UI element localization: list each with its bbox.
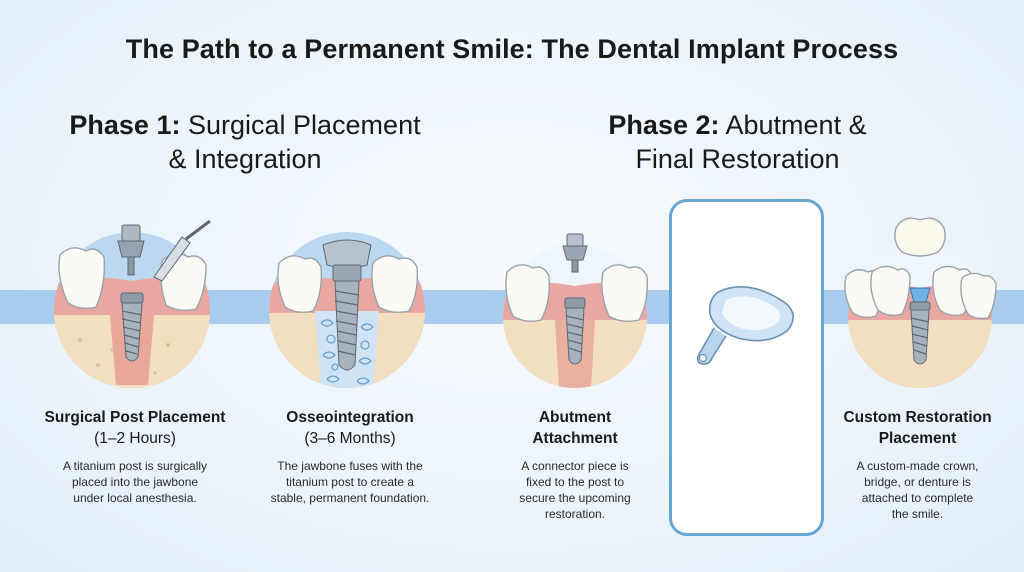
phase-2-name-line1: Abutment &	[725, 110, 867, 140]
phase-2-name-line2: Final Restoration	[635, 144, 840, 174]
step-1-duration: (1–2 Hours)	[94, 430, 176, 447]
phase-1-name-line2: & Integration	[168, 144, 322, 174]
custom-restoration-illustration	[844, 217, 997, 388]
page-title: The Path to a Permanent Smile: The Denta…	[125, 34, 899, 64]
phase-1-heading: Phase 1: Surgical Placement & Integratio…	[60, 108, 430, 176]
step-3-description: A connector piece is fixed to the post t…	[519, 459, 631, 521]
abutment-icon	[562, 233, 588, 273]
abutment-attachment-illustration	[503, 233, 649, 388]
step-1-title: Surgical Post Placement	[44, 409, 226, 426]
osseointegration-illustration	[269, 232, 425, 388]
step-2-title: Osseointegration	[286, 409, 414, 426]
phase-2-label: Phase 2:	[608, 110, 720, 140]
impression-tray-illustration	[696, 286, 794, 365]
phase-1-label: Phase 1:	[69, 110, 181, 140]
phase-1-name-line1: Surgical Placement	[187, 110, 421, 140]
step-4-description: A custom-made crown, bridge, or denture …	[856, 459, 979, 521]
surgical-post-illustration	[54, 219, 211, 388]
step-2-description: The jawbone fuses with the titanium post…	[270, 459, 430, 505]
impression-tray-icon	[696, 286, 794, 365]
impression-card	[669, 199, 824, 536]
crown-icon	[894, 217, 946, 257]
implant-post-icon	[117, 224, 145, 362]
step-2-duration: (3–6 Months)	[304, 430, 396, 447]
drill-icon	[153, 219, 211, 282]
step-1-description: A titanium post is surgically placed int…	[62, 459, 208, 505]
phase-2-heading: Phase 2: Abutment & Final Restoration	[585, 108, 890, 176]
step-4-title: Custom Restoration Placement	[843, 409, 992, 447]
step-3-title: Abutment Attachment	[532, 409, 618, 447]
